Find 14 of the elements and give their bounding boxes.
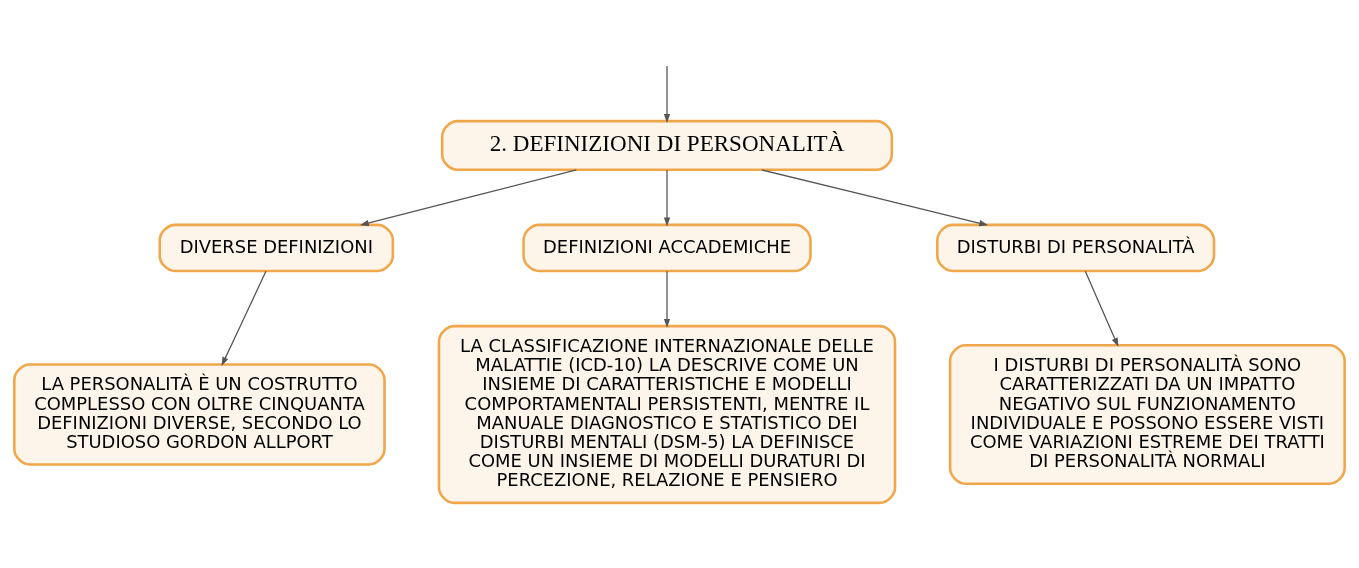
arrow [1084, 270, 1119, 347]
node-box: LA PERSONALITÀ È UN COSTRUTTO COMPLESSO CON OLTRE CINQUANTA DEFINIZIONI DIVERSE, SECONDO LO STUDIOSO GORDON ALLPORT [13, 363, 386, 466]
arrow [221, 270, 267, 366]
node-box: I DISTURBI DI PERSONALITÀ SONO CARATTERIZZATI DA UN IMPATTO NEGATIVO SUL FUNZIONAMENTO INDIVIDUALE E POSSONO ESSERE VISTI COME VARIAZIONI ESTREME DEI TRATTI DI PERSONALITÀ NORMALI [948, 344, 1346, 485]
node-box: DISTURBI DI PERSONALITÀ [936, 223, 1216, 273]
node-box: DIVERSE DEFINIZIONI [158, 223, 395, 273]
arrow [663, 270, 671, 328]
node-box: LA CLASSIFICAZIONE INTERNAZIONALE DELLE MALATTIE (ICD-10) LA DESCRIVE COME UN INSIEME DI CARATTERISTICHE E MODELLI COMPORTAMENTALI PERSISTENTI, MENTRE IL MANUALE DIAGNOSTICO E STATISTICO DEI DISTURBI MENTALI (DSM-5) LA DEFINISCE COME UN INSIEME DI MODELLI DURATURI DI PERCEZIONE, RELAZIONE E PENSIERO [437, 324, 897, 505]
arrow [663, 169, 671, 227]
arrow [761, 169, 989, 227]
node-box: 2. DEFINIZIONI DI PERSONALITÀ [440, 119, 894, 172]
arrow [359, 169, 578, 227]
node-box: DEFINIZIONI ACCADEMICHE [522, 223, 812, 273]
arrow [663, 65, 671, 123]
